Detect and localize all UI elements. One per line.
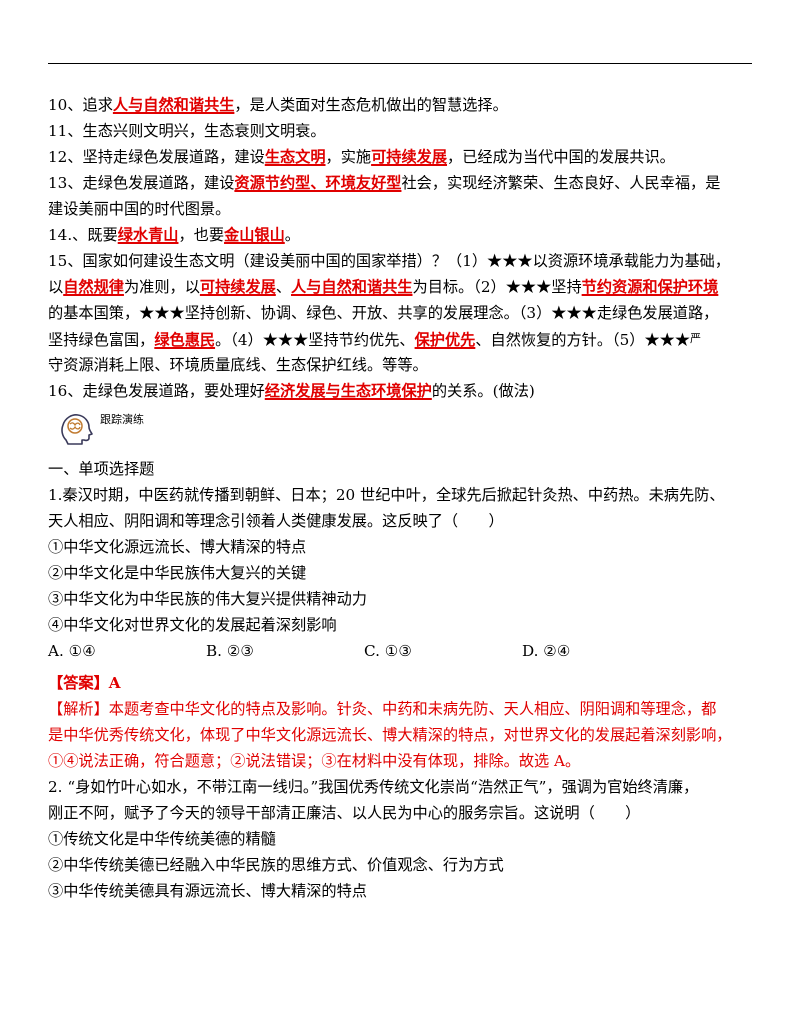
item-14: 14.、既要绿水青山，也要金山银山。 xyxy=(48,222,752,248)
item-10: 10、追求人与自然和谐共生，是人类面对生态危机做出的智慧选择。 xyxy=(48,92,752,118)
section-title: 一、单项选择题 xyxy=(48,460,155,478)
q1-options: A. ①④ B. ②③ C. ①③ D. ②④ xyxy=(48,638,752,664)
item-15-line4: 坚持绿色富国，绿色惠民。（4）★★★坚持节约优先、保护优先、自然恢复的方针。（5… xyxy=(48,326,752,352)
item-text: ，是人类面对生态危机做出的智慧选择。 xyxy=(234,96,508,114)
highlight: 绿色惠民 xyxy=(154,331,216,349)
item-text: 。 xyxy=(284,226,300,244)
highlight: 资源节约型、环境友好型 xyxy=(234,174,402,192)
highlight: 金山银山 xyxy=(224,226,285,244)
highlight: 可持续发展 xyxy=(371,148,448,166)
item-15-line3: 的基本国策，★★★坚持创新、协调、绿色、开放、共享的发展理念。（3）★★★走绿色… xyxy=(48,304,719,322)
item-text: 13、走绿色发展道路，建设 xyxy=(48,174,235,192)
option-d: D. ②④ xyxy=(522,642,571,660)
highlight: 生态文明 xyxy=(264,148,326,166)
tracking-practice-header: 跟踪演练 xyxy=(58,406,752,450)
highlight: 人与自然和谐共生 xyxy=(291,278,413,296)
q1-statement-3: ③中华文化为中华民族的伟大复兴提供精神动力 xyxy=(48,590,367,608)
item-15-line1: 15、国家如何建设生态文明（建设美丽中国的国家举措）？（1）★★★以资源环境承载… xyxy=(48,252,731,270)
item-text: 10、追求 xyxy=(48,96,113,114)
q1-statement-4: ④中华文化对世界文化的发展起着深刻影响 xyxy=(48,616,337,634)
item-text: 为目标。（2）★★★坚持 xyxy=(412,278,582,296)
item-text: ，也要 xyxy=(178,226,225,244)
q2-statement-3: ③中华传统美德具有源远流长、博大精深的特点 xyxy=(48,882,367,900)
option-b: B. ②③ xyxy=(206,642,255,660)
highlight: 可持续发展 xyxy=(199,278,276,296)
q1-analysis-line3: ①④说法正确，符合题意；②说法错误；③在材料中没有体现，排除。故选 A。 xyxy=(48,752,581,770)
item-12: 12、坚持走绿色发展道路，建设生态文明，实施可持续发展，已经成为当代中国的发展共… xyxy=(48,144,752,170)
item-15-line2: 以自然规律为准则，以可持续发展、人与自然和谐共生为目标。（2）★★★坚持节约资源… xyxy=(48,274,752,300)
item-text: ，实施 xyxy=(325,148,372,166)
highlight: 经济发展与生态环境保护 xyxy=(264,382,432,400)
header-rule xyxy=(48,63,752,64)
item-text: 16、走绿色发展道路，要处理好 xyxy=(48,382,265,400)
item-text: 12、坚持走绿色发展道路，建设 xyxy=(48,148,265,166)
q1-answer: 【答案】A xyxy=(48,674,121,692)
item-text: 14.、既要 xyxy=(48,226,118,244)
document-content: 10、追求人与自然和谐共生，是人类面对生态危机做出的智慧选择。 11、生态兴则文… xyxy=(48,92,752,904)
item-text: 、 xyxy=(275,278,291,296)
item-text: 严 xyxy=(690,332,702,345)
q1-stem-line1: 1.秦汉时期，中医药就传播到朝鲜、日本；20 世纪中叶，全球先后掀起针灸热、中药… xyxy=(48,486,725,504)
q2-statement-2: ②中华传统美德已经融入中华民族的思维方式、价值观念、行为方式 xyxy=(48,856,504,874)
item-text: 的关系。(做法) xyxy=(431,382,535,400)
highlight: 自然规律 xyxy=(63,278,124,296)
q1-statement-2: ②中华文化是中华民族伟大复兴的关键 xyxy=(48,564,307,582)
item-text: 社会，实现经济繁荣、生态良好、人民幸福，是 xyxy=(401,174,721,192)
item-text: 、自然恢复的方针。（5）★★★ xyxy=(475,331,691,349)
q1-statement-1: ①中华文化源远流长、博大精深的特点 xyxy=(48,538,307,556)
q2-stem-line1: 2. “身如竹叶心如水，不带江南一线归。”我国优秀传统文化崇尚“浩然正气”，强调… xyxy=(48,778,699,796)
q1-stem-line2: 天人相应、阴阳调和等理念引领着人类健康发展。这反映了（ ） xyxy=(48,512,504,530)
q1-analysis-line2: 是中华优秀传统文化，体现了中华文化源远流长、博大精深的特点，对世界文化的发展起着… xyxy=(48,726,732,744)
item-text: 。（4）★★★坚持节约优先、 xyxy=(215,331,415,349)
tracking-label: 跟踪演练 xyxy=(100,413,144,426)
brain-head-icon xyxy=(61,414,93,445)
q2-statement-1: ①传统文化是中华传统美德的精髓 xyxy=(48,830,276,848)
item-13: 13、走绿色发展道路，建设资源节约型、环境友好型社会，实现经济繁荣、生态良好、人… xyxy=(48,170,752,196)
item-16: 16、走绿色发展道路，要处理好经济发展与生态环境保护的关系。(做法) xyxy=(48,378,752,404)
highlight: 绿水青山 xyxy=(117,226,179,244)
highlight: 保护优先 xyxy=(414,331,476,349)
highlight: 节约资源和保护环境 xyxy=(581,278,719,296)
item-text: 以 xyxy=(48,278,64,296)
q2-stem-line2: 刚正不阿，赋予了今天的领导干部清正廉洁、以人民为中心的服务宗旨。这说明（ ） xyxy=(48,804,641,822)
item-13-line2: 建设美丽中国的时代图景。 xyxy=(48,200,231,218)
option-a: A. ①④ xyxy=(48,642,96,660)
item-text: 为准则，以 xyxy=(123,278,200,296)
item-text: 坚持绿色富国， xyxy=(48,331,155,349)
q1-analysis-line1: 【解析】本题考查中华文化的特点及影响。针灸、中药和未病先防、天人相应、阴阳调和等… xyxy=(48,700,717,718)
option-c: C. ①③ xyxy=(364,642,412,660)
highlight: 人与自然和谐共生 xyxy=(112,96,235,114)
item-11: 11、生态兴则文明兴，生态衰则文明衰。 xyxy=(48,122,326,140)
item-15-line5: 守资源消耗上限、环境质量底线、生态保护红线。等等。 xyxy=(48,356,428,374)
item-text: ，已经成为当代中国的发展共识。 xyxy=(447,148,675,166)
